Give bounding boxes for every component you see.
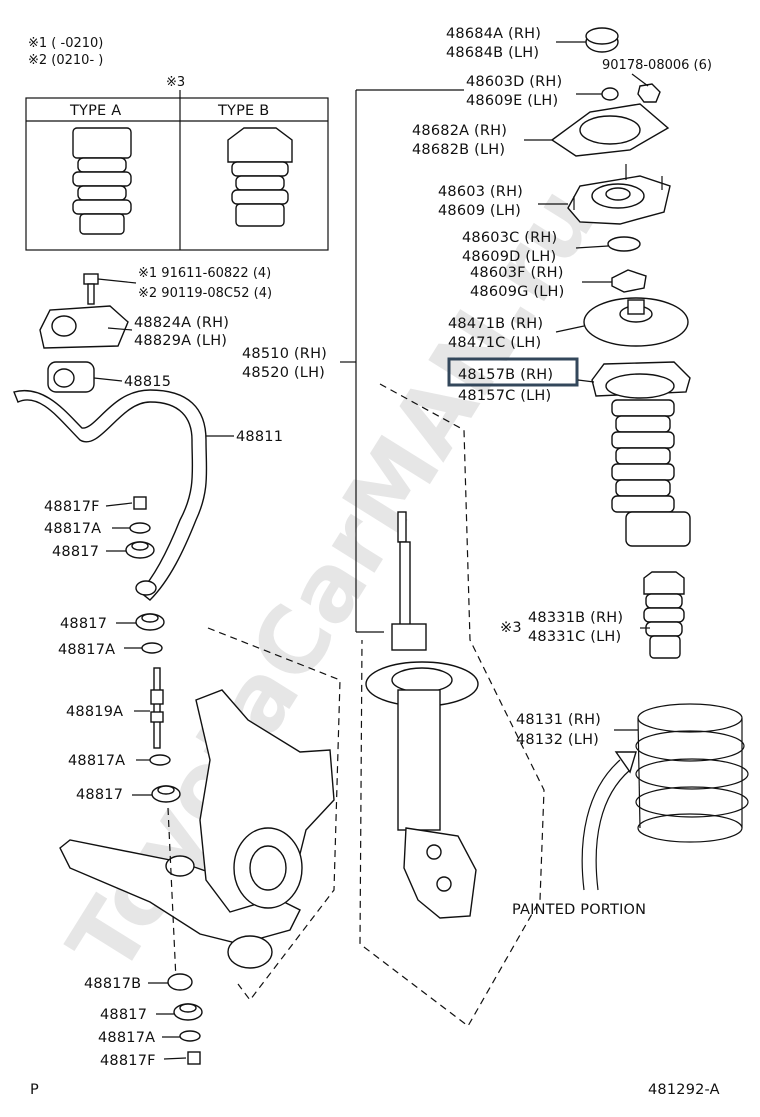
cushion-48817-bottom [173,1003,203,1021]
label-48132: 48132 (LH) [516,732,599,748]
support-48603 [567,164,671,225]
cap-48684 [585,27,619,53]
washer-48817a-bottom [179,1030,201,1042]
dust-boot-48157 [591,361,691,547]
label-48157b: 48157B (RH) [458,367,553,383]
label-48817-top: 48817 [52,544,99,560]
label-48824a: 48824A (RH) [134,315,229,331]
label-48811: 48811 [236,429,283,445]
label-48331b: 48331B (RH) [528,610,623,626]
cushion-48817-low [151,785,181,803]
label-48603d: 48603D (RH) [466,74,562,90]
bump-stopper-type-b [227,127,293,227]
bump-stopper-type-a [72,127,132,235]
painted-portion-arrow [581,751,637,891]
label-48817-bottom: 48817 [100,1007,147,1023]
bracket-part [39,305,129,349]
label-48603f: 48603F (RH) [470,265,564,281]
label-48157c: 48157C (LH) [458,388,551,404]
stabilizer-link [150,667,164,749]
type-b-label: TYPE B [217,103,269,119]
nut-90178 [637,83,661,103]
shock-absorber [365,511,479,919]
label-90178: 90178-08006 (6) [602,58,712,73]
link-dashed-line [167,807,177,981]
bushing-part [47,361,95,393]
label-48331c: 48331C (LH) [528,629,621,645]
stabilizer-bar [13,389,208,601]
bolt-2-label: ※2 90119-08C52 (4) [138,286,272,301]
plate-48682 [550,103,670,157]
label-48817b: 48817B [84,976,141,992]
label-48682a: 48682A (RH) [412,123,507,139]
label-48817a-mid: 48817A [58,642,115,658]
label-48684a: 48684A (RH) [446,26,541,42]
bolt-part [83,273,99,305]
label-48609: 48609 (LH) [438,203,521,219]
label-48471b: 48471B (RH) [448,316,543,332]
label-48609e: 48609E (LH) [466,93,558,109]
label-48815: 48815 [124,374,171,390]
label-48471c: 48471C (LH) [448,335,541,351]
label-48609d: 48609D (LH) [462,249,556,265]
washer-48817a-top [129,522,151,534]
strut-dashed-outline [359,383,545,1027]
label-48510: 48510 (RH) [242,346,327,362]
bearing-48603c [607,236,641,252]
label-48817a-top: 48817A [44,521,101,537]
bump-stopper-48331 [643,571,685,659]
note-3: ※3 [166,75,185,90]
nut-48817f-bottom [187,1051,201,1065]
seat-48603f [611,269,647,293]
label-48817f-bottom: 48817F [100,1053,156,1069]
label-48817a-bottom: 48817A [98,1030,155,1046]
label-48817-low: 48817 [76,787,123,803]
bolt-1-label: ※1 91611-60822 (4) [138,266,271,281]
footer-right: 481292-A [648,1082,720,1098]
cushion-48817b [167,973,193,991]
label-48817-mid: 48817 [60,616,107,632]
label-48131: 48131 (RH) [516,712,601,728]
label-48603c: 48603C (RH) [462,230,557,246]
note-1: ※1 ( -0210) [28,36,103,51]
label-48817a-low: 48817A [68,753,125,769]
label-48829a: 48829A (LH) [134,333,227,349]
footer-left: P [30,1082,39,1098]
note-3-48331: ※3 [500,620,522,636]
highlight-box-48157b [447,357,579,387]
label-48682b: 48682B (LH) [412,142,505,158]
label-48520: 48520 (LH) [242,365,325,381]
washer-48817a-mid [141,642,163,654]
label-48817f-top: 48817F [44,499,100,515]
note-2: ※2 (0210- ) [28,53,103,68]
nut-48603d [601,87,619,101]
label-48684b: 48684B (LH) [446,45,539,61]
cushion-48817-mid [135,613,165,631]
cushion-48817-top [125,541,155,559]
label-painted-portion: PAINTED PORTION [512,902,646,918]
washer-48817a-low [149,754,171,766]
type-table: TYPE A TYPE B [25,97,329,251]
label-48603: 48603 (RH) [438,184,523,200]
knuckle-dashed-outline [207,627,341,1001]
insulator-48471 [583,297,689,347]
label-48819a: 48819A [66,704,123,720]
steering-knuckle-and-arm [59,689,335,969]
coil-spring-48131 [635,703,749,843]
type-a-label: TYPE A [69,103,121,119]
nut-48817f-top [133,496,147,510]
label-48609g: 48609G (LH) [470,284,564,300]
